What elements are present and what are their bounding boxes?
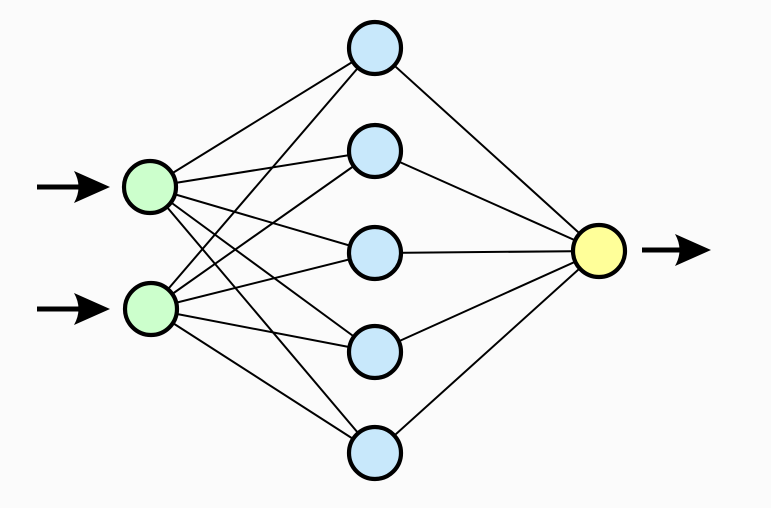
node-hidden-2[interactable] [346,122,404,180]
edge-h5-o1 [374,250,600,454]
edge-i1-h5 [149,186,376,454]
io-arrows-group [37,171,711,325]
edge-i1-h2 [149,150,376,188]
edge-i1-h4 [149,186,376,353]
hidden-layer [346,19,404,482]
output-arrow [642,234,711,266]
edge-i1-h3 [149,186,376,254]
node-input-1[interactable] [121,158,179,216]
edge-h2-o1 [374,150,600,252]
node-hidden-5[interactable] [346,424,404,482]
input-arrow-bottom-head-icon [74,293,110,325]
node-hidden-4[interactable] [346,323,404,381]
edge-i2-h1 [150,47,376,310]
edges-group [149,47,600,454]
input-arrow-top-head-icon [74,171,110,203]
node-input-2[interactable] [122,280,180,338]
edge-i2-h2 [150,150,376,310]
node-hidden-3[interactable] [346,224,404,282]
output-layer [570,222,628,280]
edge-h1-o1 [374,47,600,252]
node-hidden-1[interactable] [346,19,404,77]
edge-i2-h3 [150,252,376,310]
input-arrow-bottom [37,293,110,325]
input-arrow-top [37,171,110,203]
edge-h3-o1 [374,250,600,254]
output-arrow-head-icon [675,234,711,266]
edge-i2-h4 [150,308,376,353]
edge-i1-h1 [149,47,376,188]
edge-i2-h5 [150,308,376,454]
edge-h4-o1 [374,250,600,353]
input-layer [121,158,180,338]
node-output-1[interactable] [570,222,628,280]
nodes-group [121,19,628,482]
